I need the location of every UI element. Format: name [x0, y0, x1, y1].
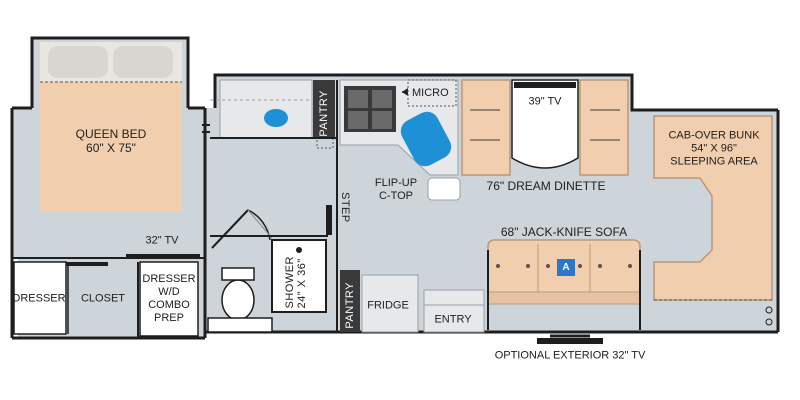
pantry-bottom-label: PANTRY	[344, 282, 356, 329]
entry-label: ENTRY	[434, 313, 472, 326]
dresser-combo-label: DRESSER W/D COMBO PREP	[142, 273, 196, 324]
jack-knife-sofa-label: 68" JACK-KNIFE SOFA	[500, 225, 628, 239]
dream-dinette	[461, 79, 629, 176]
bathroom	[207, 79, 338, 333]
dresser-label: DRESSER	[12, 292, 66, 305]
dream-dinette-label: 76" DREAM DINETTE	[486, 179, 606, 193]
bedroom-tv-label: 32" TV	[145, 234, 179, 247]
closet-label: CLOSET	[80, 292, 126, 305]
entry-area	[340, 270, 603, 344]
exterior-tv-label: OPTIONAL EXTERIOR 32" TV	[494, 349, 646, 362]
kitchen	[339, 79, 461, 201]
bath-sink	[264, 109, 288, 127]
dresser-box	[13, 261, 67, 335]
dinette-tv-label: 39" TV	[528, 95, 562, 108]
exterior-walls	[205, 73, 780, 334]
kitchen-sink	[400, 111, 452, 167]
step-label: STEP	[339, 192, 351, 223]
queen-bed-label: QUEEN BED 60" X 75"	[75, 127, 147, 155]
dinette-table	[511, 79, 579, 169]
toilet	[221, 279, 255, 321]
fridge-label: FRIDGE	[367, 299, 409, 312]
cab-over-label: CAB-OVER BUNK 54" X 96" SLEEPING AREA	[668, 129, 760, 168]
tv-bar	[126, 254, 200, 259]
dresser-combo-box	[139, 261, 199, 337]
micro-label: MICRO	[412, 87, 449, 99]
pantry-top-label: PANTRY	[318, 90, 330, 137]
sofa-tag-badge: A	[557, 259, 575, 276]
cab-over	[653, 115, 773, 326]
bedroom	[10, 36, 210, 340]
flip-up-label: FLIP-UP C-TOP	[374, 177, 418, 202]
